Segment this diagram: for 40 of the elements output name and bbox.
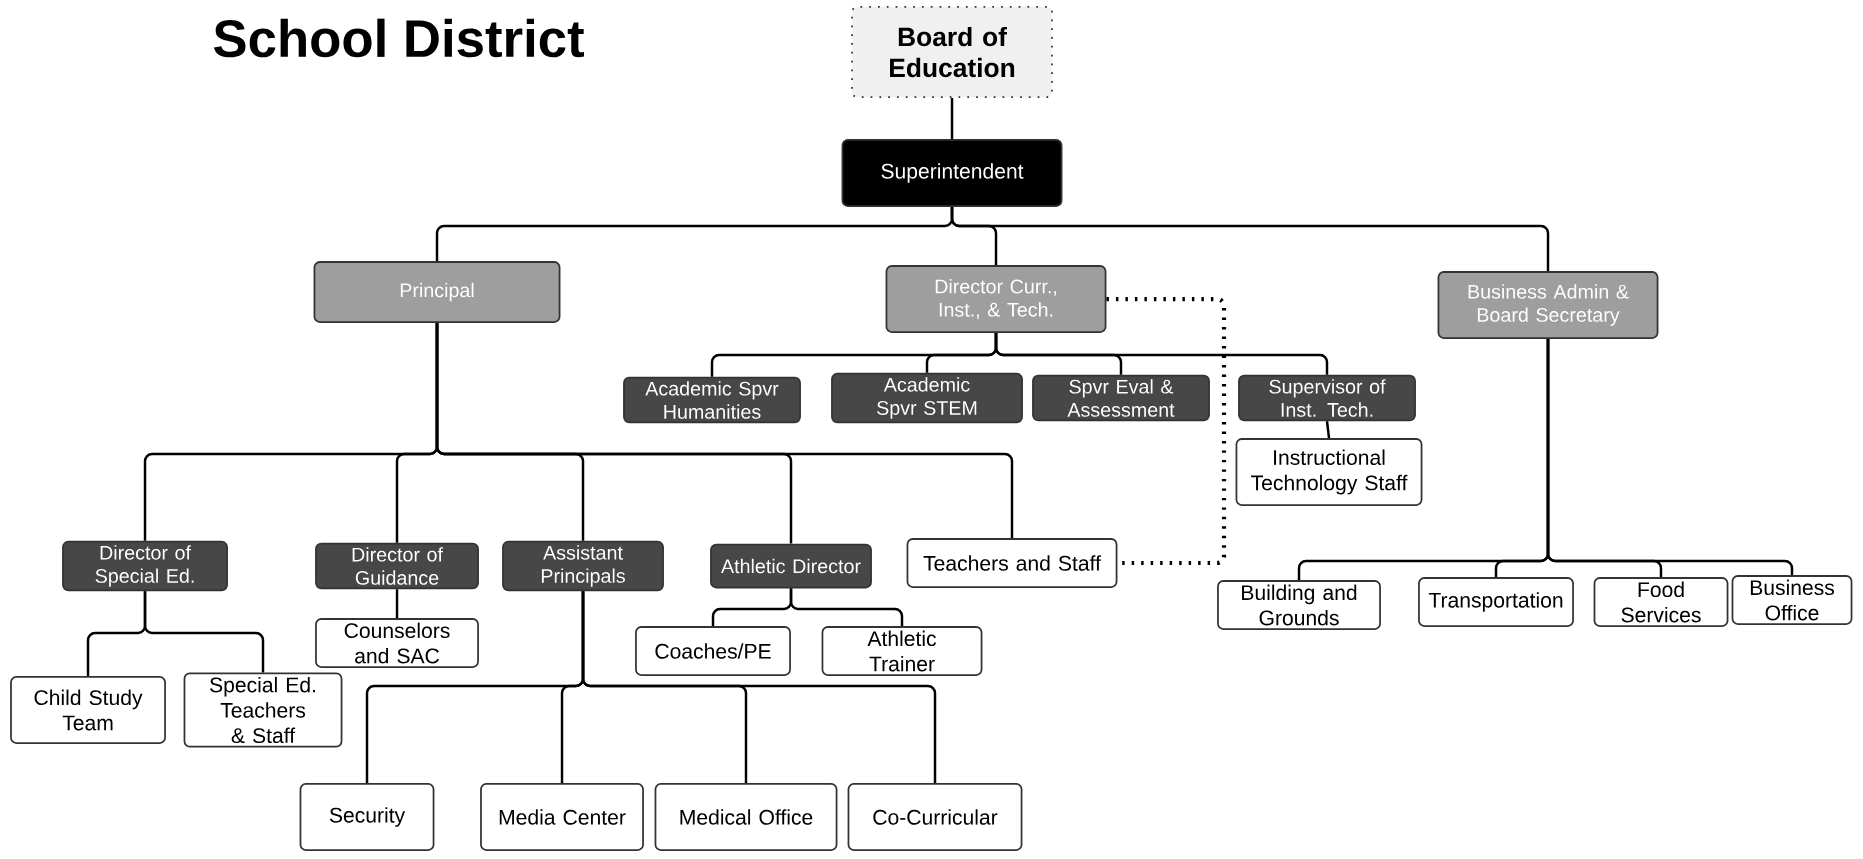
- org-box: Instructional Technology Staff: [1235, 438, 1423, 506]
- connector-line: [994, 332, 1329, 375]
- org-box: Child Study Team: [10, 676, 166, 744]
- org-box: Director Curr., Inst., & Tech.: [885, 265, 1107, 333]
- org-box: Superintendent: [841, 139, 1063, 207]
- org-box: Principal: [313, 261, 561, 323]
- org-box: Building and Grounds: [1217, 580, 1381, 630]
- org-box: Security: [299, 783, 435, 851]
- org-box: Board of Education: [851, 6, 1053, 98]
- org-box: Assistant Principals: [502, 540, 664, 592]
- org-box: Coaches/PE: [635, 626, 791, 676]
- org-box: Academic Spvr STEM: [831, 372, 1023, 424]
- connector-line: [789, 588, 904, 627]
- org-box: Director of Special Ed.: [62, 540, 228, 592]
- org-box: Teachers and Staff: [906, 538, 1118, 588]
- org-box: Business Office: [1731, 575, 1853, 625]
- org-box: Special Ed. Teachers & Staff: [183, 672, 343, 748]
- org-box: Business Admin & Board Secretary: [1437, 271, 1659, 339]
- connector-line: [1325, 421, 1331, 439]
- connector-line: [1106, 296, 1227, 566]
- connector-line: [395, 589, 399, 619]
- org-box: Co-Curricular: [847, 783, 1023, 851]
- org-box: Director of Guidance: [315, 542, 479, 590]
- connector-line: [1546, 338, 1794, 576]
- org-box: Athletic Trainer: [821, 626, 983, 676]
- org-box: Athletic Director: [710, 543, 872, 589]
- connector-line: [581, 591, 937, 784]
- org-box: Spvr Eval & Assessment: [1032, 374, 1210, 422]
- org-box: Transportation: [1418, 577, 1574, 627]
- connector-line: [950, 206, 1550, 272]
- org-box: Medical Office: [654, 783, 838, 851]
- org-box: Food Services: [1593, 577, 1729, 627]
- title: School District: [214, 18, 584, 58]
- connector-line: [143, 591, 265, 673]
- org-box: Counselors and SAC: [315, 618, 479, 668]
- org-box: Academic Spvr Humanities: [623, 376, 801, 424]
- connector-line: [435, 322, 1014, 539]
- connector-line: [950, 97, 954, 140]
- org-box: Media Center: [480, 783, 644, 851]
- org-box: Supervisor of Inst. Tech.: [1238, 374, 1416, 422]
